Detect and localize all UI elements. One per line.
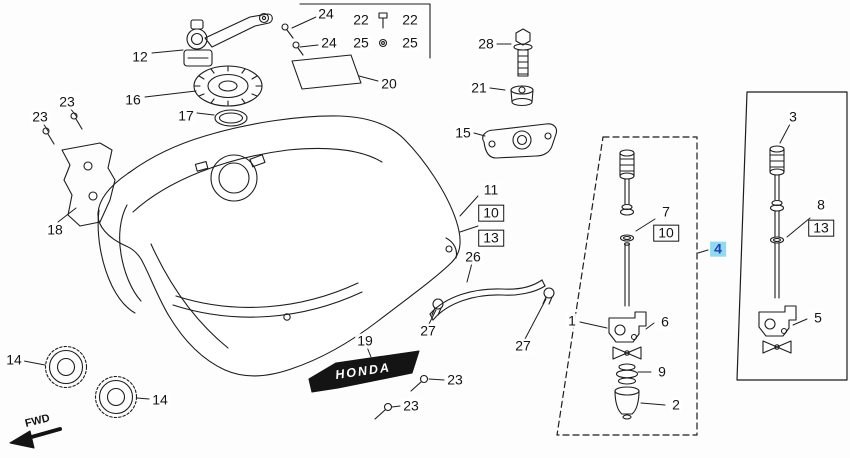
bolt-drawing <box>513 28 533 77</box>
petcock-group-box-solid <box>736 91 848 381</box>
part-callout-11[interactable]: 11 <box>481 181 501 198</box>
part-callout-6[interactable]: 6 <box>659 313 671 330</box>
filler-lock-drawing <box>183 12 273 67</box>
part-callout-3[interactable]: 3 <box>787 108 799 125</box>
part-callout-8[interactable]: 8 <box>815 196 827 213</box>
petcock-group-box-dashed <box>556 136 698 436</box>
part-callout-23[interactable]: 23 <box>401 397 421 414</box>
part-callout-24[interactable]: 24 <box>319 34 339 51</box>
part-callout-22[interactable]: 22 <box>400 11 420 28</box>
part-callout-23[interactable]: 23 <box>30 108 50 125</box>
part-callout-21[interactable]: 21 <box>469 79 489 96</box>
part-callout-4[interactable]: 4 <box>710 241 726 257</box>
honda-emblem-drawing: HONDA <box>308 350 420 393</box>
part-callout-1[interactable]: 1 <box>566 312 578 329</box>
screw-drawing <box>42 112 83 145</box>
stay-plate-drawing <box>61 142 116 227</box>
part-callout-25[interactable]: 25 <box>400 34 420 51</box>
part-callout-14[interactable]: 14 <box>4 351 24 368</box>
part-callout-25[interactable]: 25 <box>351 34 371 51</box>
setting-plate-drawing <box>482 123 558 159</box>
fuel-tank-drawing <box>97 115 461 377</box>
part-callout-28[interactable]: 28 <box>476 35 496 52</box>
fuel-cock-assembly-2-drawing <box>758 145 797 354</box>
rubber-mount-drawing <box>44 345 138 419</box>
part-callout-17[interactable]: 17 <box>176 107 196 124</box>
part-callout-2[interactable]: 2 <box>670 396 682 413</box>
fwd-label: FWD <box>24 412 51 430</box>
part-callout-19[interactable]: 19 <box>355 332 375 349</box>
part-callout-23[interactable]: 23 <box>57 93 77 110</box>
part-callout-18[interactable]: 18 <box>45 221 65 238</box>
fuel-hose-drawing <box>429 279 555 321</box>
fuel-cock-assembly-drawing <box>608 149 647 420</box>
part-callout-13[interactable]: 13 <box>478 229 504 247</box>
part-callout-14[interactable]: 14 <box>150 391 170 408</box>
part-callout-22[interactable]: 22 <box>351 11 371 28</box>
part-callout-15[interactable]: 15 <box>453 124 473 141</box>
cushion-sheet-drawing <box>291 54 362 90</box>
part-callout-26[interactable]: 26 <box>463 248 483 265</box>
part-callout-5[interactable]: 5 <box>812 309 824 326</box>
screw-drawing-bottom <box>374 374 429 420</box>
fwd-arrow: FWD <box>9 412 62 449</box>
part-callout-10[interactable]: 10 <box>478 204 504 222</box>
part-callout-9[interactable]: 9 <box>656 363 668 380</box>
leader-lines <box>23 16 811 408</box>
part-callout-24[interactable]: 24 <box>316 5 336 22</box>
part-callout-13[interactable]: 13 <box>808 219 834 237</box>
part-callout-7[interactable]: 7 <box>660 203 672 220</box>
part-callout-12[interactable]: 12 <box>130 48 150 65</box>
part-callout-23[interactable]: 23 <box>445 371 465 388</box>
part-callout-10[interactable]: 10 <box>653 224 679 242</box>
grommet-drawing <box>510 85 534 107</box>
fastener-group-bracket <box>281 3 431 59</box>
part-callout-27[interactable]: 27 <box>513 337 533 354</box>
part-callout-16[interactable]: 16 <box>123 91 143 108</box>
fuel-cap-drawing <box>193 65 263 107</box>
part-callout-20[interactable]: 20 <box>379 75 399 92</box>
part-callout-27[interactable]: 27 <box>418 322 438 339</box>
cap-oring-drawing <box>214 109 248 127</box>
